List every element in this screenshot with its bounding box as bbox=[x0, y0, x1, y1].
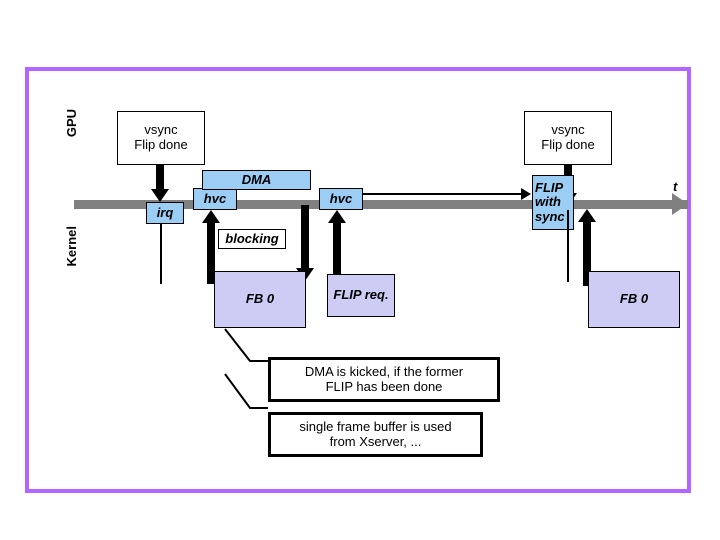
gpu-event-vsync-left[interactable]: vsync Flip done bbox=[117, 111, 205, 165]
callout-dma-line1: DMA is kicked, if the former bbox=[304, 363, 464, 379]
timeline-axis-label: t bbox=[673, 179, 678, 194]
timeline-bar bbox=[74, 200, 688, 209]
callout-dma-line2: FLIP has been done bbox=[325, 378, 443, 394]
callout-framebuffer-line1: single frame buffer is used bbox=[299, 418, 452, 434]
arrow-flipreq-to-hvc2-shaft bbox=[333, 222, 341, 290]
arrow-dma-to-fb0-shaft bbox=[301, 205, 309, 271]
vsync-right-line2: Flip done bbox=[541, 137, 595, 152]
vsync-right-lifeline bbox=[567, 210, 569, 282]
leader-line-framebuffer bbox=[224, 373, 268, 409]
arrow-vsync-to-irq-shaft bbox=[156, 165, 164, 191]
timeline-box-irq[interactable]: irq bbox=[146, 202, 184, 224]
callout-dma[interactable]: DMA is kicked, if the former FLIP has be… bbox=[268, 357, 500, 402]
leader-line-dma bbox=[224, 328, 268, 362]
callout-leader-lines bbox=[224, 328, 268, 409]
flip-with-sync-line3: sync bbox=[535, 208, 565, 224]
flip-with-sync-line1: FLIP bbox=[535, 179, 564, 195]
callout-framebuffer-line2: from Xserver, ... bbox=[329, 433, 422, 449]
timeline-arrow-head bbox=[672, 193, 688, 215]
timeline-box-hvc-1[interactable]: hvc bbox=[193, 188, 237, 210]
arrow-fb0-to-hvc1-shaft bbox=[207, 222, 215, 284]
timeline-box-hvc-2[interactable]: hvc bbox=[319, 188, 363, 210]
kernel-box-fb0-right[interactable]: FB 0 bbox=[588, 271, 680, 328]
arrow-fb0right-to-timeline-head bbox=[578, 209, 596, 222]
slide-frame: GPU Kernel t vsync Flip done vsync Flip … bbox=[25, 67, 691, 493]
arrow-fb0-to-hvc1-head bbox=[202, 210, 220, 223]
arrow-vsync-to-irq-head bbox=[151, 189, 169, 202]
arrow-hvc2-to-flip-shaft bbox=[363, 193, 523, 195]
gpu-event-vsync-right[interactable]: vsync Flip done bbox=[524, 111, 612, 165]
arrow-fb0right-to-timeline-shaft bbox=[583, 221, 591, 286]
vsync-right-line1: vsync bbox=[551, 122, 585, 138]
timeline-box-dma[interactable]: DMA bbox=[202, 170, 311, 190]
vsync-left-line2: Flip done bbox=[134, 137, 188, 152]
vsync-left-line1: vsync bbox=[144, 122, 178, 138]
arrow-hvc2-to-flip-head bbox=[521, 188, 531, 200]
flip-with-sync-line2: with bbox=[535, 194, 561, 210]
kernel-box-fb0-left[interactable]: FB 0 bbox=[214, 271, 306, 328]
arrow-flipreq-to-hvc2-head bbox=[328, 210, 346, 223]
kernel-box-flip-req[interactable]: FLIP req. bbox=[327, 274, 395, 317]
callout-framebuffer[interactable]: single frame buffer is used from Xserver… bbox=[268, 412, 483, 457]
kernel-box-blocking[interactable]: blocking bbox=[218, 229, 286, 249]
irq-lifeline bbox=[160, 224, 162, 284]
